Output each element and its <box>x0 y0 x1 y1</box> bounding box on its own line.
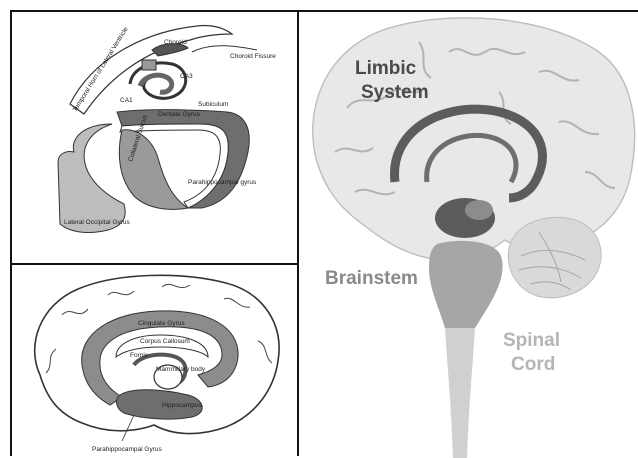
ca3-block <box>142 60 156 70</box>
medial-brain-diagram: Cingulate Gyrus Corpus Callosum Fornix M… <box>12 265 297 458</box>
brainstem-shape <box>429 241 503 328</box>
brain-overview-panel: Limbic System Brainstem Spinal Cord <box>297 10 638 456</box>
lateral-occipital-gyrus-shape <box>58 124 125 232</box>
cerebellum-shape <box>508 217 601 297</box>
corpus-callosum-label: Corpus Callosum <box>140 338 190 345</box>
spinal-cord-shape <box>445 328 475 458</box>
collateral-sulcus-shape <box>119 130 188 210</box>
hippocampus-section-panel: Temporal Horn of Lateral Ventricle Choro… <box>10 10 299 265</box>
thalamus-shape <box>465 200 493 220</box>
brainstem-label: Brainstem <box>325 268 418 289</box>
mammillary-label: Mammillary body <box>156 366 206 373</box>
lateral-occipital-gyrus-label: Lateral Occipital Gyrus <box>64 219 130 226</box>
parahippocampal-gyrus-label: Parahippocampal Gyrus <box>92 446 162 453</box>
choroid-label: Choroid <box>164 39 187 46</box>
choroid-fissure-label: Choroid Fissure <box>230 53 276 60</box>
dentate-gyrus-label: Dentate Gyrus <box>158 111 201 118</box>
medial-brain-panel: Cingulate Gyrus Corpus Callosum Fornix M… <box>10 263 299 456</box>
limbic-label-line1: Limbic <box>355 58 417 79</box>
limbic-label-line2: System <box>361 82 429 103</box>
subiculum-label: Subiculum <box>198 101 228 108</box>
ca3-label: CA3 <box>180 73 193 80</box>
fornix-label: Fornix <box>130 352 149 359</box>
parahippocampal-gyrus-label-top: Parahippocampal gyrus <box>188 179 257 186</box>
choroid-fissure-line <box>192 46 257 52</box>
cingulate-gyrus-label: Cingulate Gyrus <box>138 320 185 327</box>
spinal-label-line2: Cord <box>511 354 555 375</box>
hippocampus-section-diagram: Temporal Horn of Lateral Ventricle Choro… <box>12 12 297 263</box>
brain-overview-diagram: Limbic System Brainstem Spinal Cord <box>299 12 638 458</box>
ca1-label: CA1 <box>120 97 133 104</box>
hippocampus-label: Hippocampus <box>162 402 202 409</box>
hippocampus-coil-outer <box>130 63 186 98</box>
spinal-label-line1: Spinal <box>503 330 560 351</box>
